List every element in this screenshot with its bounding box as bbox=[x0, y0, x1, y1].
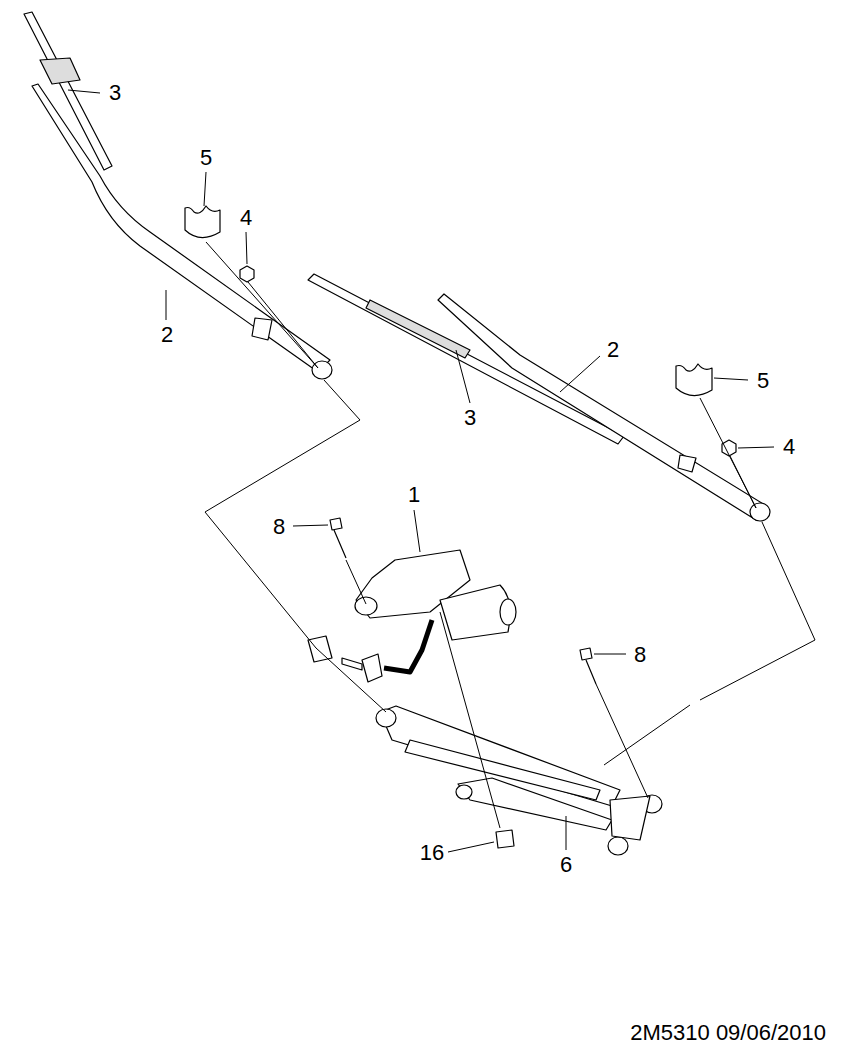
cap bbox=[185, 206, 220, 238]
cap bbox=[676, 364, 712, 396]
assembly-line bbox=[346, 560, 366, 604]
grommet bbox=[496, 830, 514, 848]
callout-number: 3 bbox=[107, 81, 123, 105]
callout-number: 4 bbox=[781, 435, 797, 459]
assembly-line bbox=[700, 398, 756, 508]
callout-number: 4 bbox=[238, 206, 254, 230]
bolt bbox=[330, 518, 346, 558]
leader-line bbox=[714, 378, 748, 380]
leader-line bbox=[414, 510, 420, 552]
leader-line bbox=[594, 654, 626, 655]
leader-line bbox=[448, 842, 494, 852]
leader-line bbox=[560, 356, 600, 392]
connector-plug bbox=[362, 654, 382, 682]
nut bbox=[722, 440, 736, 456]
leader-line bbox=[246, 232, 247, 264]
leader-line bbox=[566, 816, 567, 850]
callout-number: 5 bbox=[755, 369, 771, 393]
callout-number: 2 bbox=[159, 323, 175, 347]
pivot bbox=[456, 785, 472, 799]
pivot-plate bbox=[610, 796, 650, 840]
nut bbox=[240, 266, 254, 282]
callout-number: 5 bbox=[198, 146, 214, 170]
assembly-line bbox=[205, 380, 386, 712]
wiper-blade bbox=[308, 274, 624, 444]
callout-number: 1 bbox=[406, 483, 422, 507]
arm-head bbox=[750, 503, 770, 521]
leader-line bbox=[68, 90, 100, 93]
assembly-line bbox=[596, 684, 648, 798]
linkage-rod bbox=[458, 778, 612, 830]
callout-number: 2 bbox=[605, 338, 621, 362]
leader-line bbox=[166, 290, 167, 320]
assembly-line bbox=[206, 242, 318, 368]
blade-clip bbox=[40, 58, 80, 84]
arm-hinge bbox=[252, 318, 272, 340]
connector-plug bbox=[342, 658, 362, 670]
pivot bbox=[608, 837, 628, 855]
wiper-arm bbox=[32, 84, 330, 372]
leader-line bbox=[456, 350, 470, 403]
callout-number: 8 bbox=[632, 643, 648, 667]
leader-line bbox=[204, 172, 206, 206]
arm-hinge bbox=[678, 455, 696, 472]
motor-cable bbox=[384, 620, 432, 672]
wiper-arm bbox=[438, 294, 765, 520]
connector-clip bbox=[308, 636, 332, 662]
assembly-line bbox=[604, 522, 815, 765]
assembly-line bbox=[440, 612, 500, 828]
motor-end bbox=[500, 599, 516, 625]
callout-number: 16 bbox=[418, 841, 446, 865]
leader-lines bbox=[68, 90, 815, 852]
callout-number: 6 bbox=[558, 853, 574, 877]
leader-line bbox=[738, 447, 774, 448]
callout-number: 8 bbox=[271, 515, 287, 539]
leader-line bbox=[293, 525, 328, 526]
drawing-code: 2M5310 09/06/2010 bbox=[628, 1021, 828, 1045]
callout-number: 3 bbox=[462, 406, 478, 430]
motor-mount bbox=[355, 597, 377, 615]
bolt bbox=[580, 648, 596, 684]
